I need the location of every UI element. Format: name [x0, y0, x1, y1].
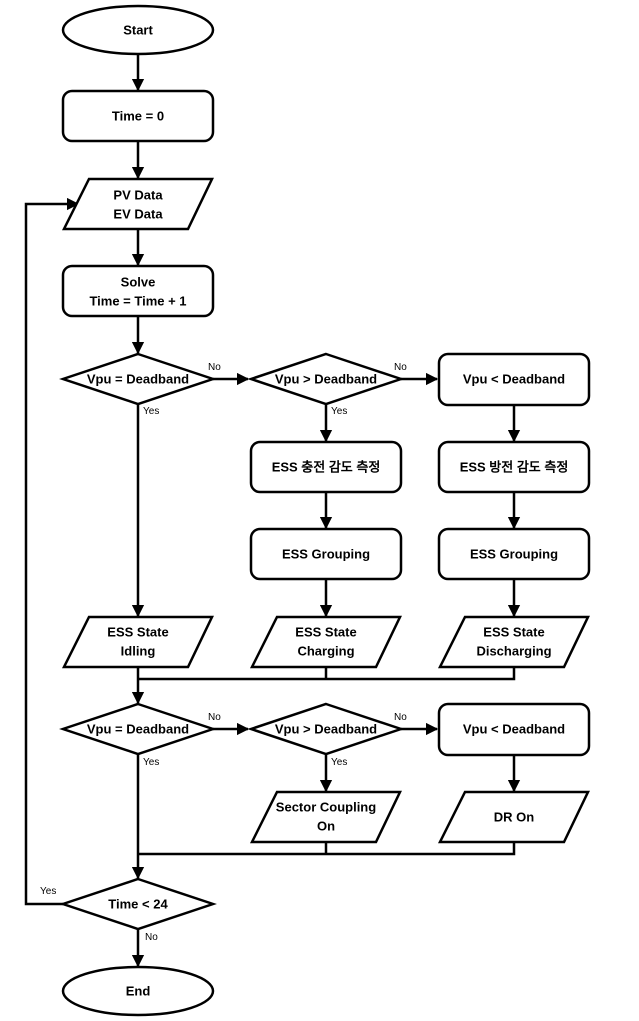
- node-state-discharge-line2: Discharging: [476, 644, 551, 659]
- node-data-line2: EV Data: [113, 207, 163, 222]
- node-sector-coupling: Sector Coupling On: [249, 790, 402, 844]
- node-state-charge: ESS State Charging: [249, 615, 402, 669]
- node-check2-gt-label: Vpu > Deadband: [275, 722, 377, 737]
- node-measure-charge: ESS 충전 감도 측정: [249, 440, 403, 494]
- node-solve-line1: Solve: [121, 275, 156, 290]
- node-state-charge-line2: Charging: [297, 644, 354, 659]
- node-state-discharge: ESS State Discharging: [437, 615, 590, 669]
- node-grouping-discharge-label: ESS Grouping: [470, 547, 558, 562]
- node-measure-charge-label: ESS 충전 감도 측정: [272, 460, 381, 475]
- node-sector-line2: On: [317, 819, 335, 834]
- node-state-idle: ESS State Idling: [61, 615, 214, 669]
- node-data-line1: PV Data: [113, 188, 163, 203]
- node-data-input: PV Data EV Data: [61, 177, 214, 231]
- edge-states-merge: [138, 667, 516, 681]
- node-grouping-charge-label: ESS Grouping: [282, 547, 370, 562]
- edge-time-yes-loop: [24, 197, 80, 906]
- label-c2-eq-yes: Yes: [143, 757, 159, 768]
- node-state-idle-line2: Idling: [121, 644, 156, 659]
- label-c2-gt-yes: Yes: [331, 757, 347, 768]
- node-state-idle-line1: ESS State: [107, 625, 168, 640]
- node-dr-on: DR On: [437, 790, 590, 844]
- label-c2-gt-no: No: [394, 712, 407, 723]
- node-check2-lt: Vpu < Deadband: [437, 702, 591, 757]
- node-time-init-label: Time = 0: [112, 109, 164, 124]
- node-end: End: [61, 965, 215, 1017]
- label-c1-eq-yes: Yes: [143, 406, 159, 417]
- label-time-no: No: [145, 932, 158, 943]
- node-check1-lt: Vpu < Deadband: [437, 352, 591, 407]
- label-c2-eq-no: No: [208, 712, 221, 723]
- node-start: Start: [61, 4, 215, 56]
- node-time-init: Time = 0: [61, 89, 215, 143]
- node-check1-eq-label: Vpu = Deadband: [87, 372, 189, 387]
- node-check2-gt: Vpu > Deadband: [247, 702, 405, 756]
- node-grouping-discharge: ESS Grouping: [437, 527, 591, 581]
- node-grouping-charge: ESS Grouping: [249, 527, 403, 581]
- node-check2-eq: Vpu = Deadband: [59, 702, 217, 756]
- edges: [24, 54, 521, 968]
- node-check1-lt-label: Vpu < Deadband: [463, 372, 565, 387]
- node-start-label: Start: [123, 23, 153, 38]
- label-time-yes: Yes: [40, 886, 56, 897]
- edge-actions-merge: [138, 842, 516, 856]
- node-check1-eq: Vpu = Deadband: [59, 352, 217, 406]
- label-c1-eq-no: No: [208, 362, 221, 373]
- node-check1-gt: Vpu > Deadband: [247, 352, 405, 406]
- node-measure-discharge-label: ESS 방전 감도 측정: [460, 460, 569, 475]
- node-check2-lt-label: Vpu < Deadband: [463, 722, 565, 737]
- label-c1-gt-yes: Yes: [331, 406, 347, 417]
- node-dr-on-label: DR On: [494, 810, 535, 825]
- node-state-discharge-line1: ESS State: [483, 625, 544, 640]
- node-solve-line2: Time = Time + 1: [89, 294, 186, 309]
- node-solve: Solve Time = Time + 1: [61, 264, 215, 318]
- node-state-charge-line1: ESS State: [295, 625, 356, 640]
- node-check2-eq-label: Vpu = Deadband: [87, 722, 189, 737]
- node-measure-discharge: ESS 방전 감도 측정: [437, 440, 591, 494]
- node-time-check-label: Time < 24: [108, 897, 168, 912]
- label-c1-gt-no: No: [394, 362, 407, 373]
- node-check1-gt-label: Vpu > Deadband: [275, 372, 377, 387]
- node-sector-line1: Sector Coupling: [276, 800, 376, 815]
- edge-labels: No Yes No Yes No Yes No Yes Yes No: [40, 362, 407, 943]
- node-end-label: End: [126, 984, 151, 999]
- node-time-check: Time < 24: [59, 877, 217, 931]
